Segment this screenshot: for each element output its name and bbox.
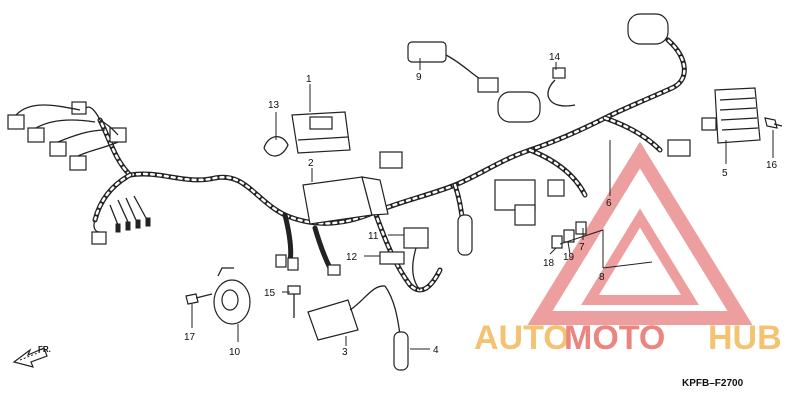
left-connector-bundle	[7, 101, 151, 245]
callout-10: 10	[229, 347, 241, 358]
direction-label: FR.	[38, 345, 51, 354]
callout-3: 3	[342, 347, 348, 358]
watermark-part-a: AUTO	[474, 319, 570, 357]
callout-6: 6	[606, 198, 612, 209]
condenser-mid	[497, 91, 541, 123]
mid-connectors	[275, 151, 565, 276]
horn	[213, 267, 251, 325]
control-unit	[302, 176, 389, 225]
condenser-top	[627, 13, 669, 45]
watermark-triangle	[527, 141, 753, 325]
clamp-14	[547, 67, 576, 107]
leader-lines	[191, 58, 774, 350]
callout-16: 16	[766, 160, 778, 171]
callout-17: 17	[184, 332, 196, 343]
callout-2: 2	[308, 158, 314, 169]
bolt-16	[764, 117, 783, 129]
regulator-rectifier	[667, 87, 761, 157]
callout-13: 13	[268, 100, 280, 111]
connector-9	[407, 41, 499, 93]
plug-cap	[384, 285, 409, 371]
relay-12	[379, 251, 405, 265]
callout-5: 5	[722, 168, 728, 179]
callout-1: 1	[306, 74, 312, 85]
small-connectors	[551, 221, 587, 249]
watermark-part-b: MOTO	[564, 319, 665, 357]
callout-19: 19	[563, 252, 575, 263]
callout-15: 15	[264, 288, 276, 299]
ignition-coil	[307, 285, 386, 341]
watermark-part-c: HUB	[708, 319, 782, 357]
callout-9: 9	[416, 72, 422, 83]
callout-14: 14	[549, 52, 561, 63]
callout-4: 4	[433, 345, 439, 356]
relay-11	[403, 227, 429, 291]
callout-11: 11	[368, 231, 379, 242]
front-direction-arrow: FR.	[12, 345, 51, 368]
callout-7: 7	[579, 242, 585, 253]
clamp-13	[263, 136, 289, 157]
callout-12: 12	[346, 252, 358, 263]
bolt-15	[287, 285, 301, 318]
callout-numbers: 1 2 3 4 5 6 7 8 9 10 11 12 13 14 15 16 1…	[184, 52, 778, 358]
watermark-logo: AUTO MOTO HUB	[474, 319, 782, 357]
bolt-17	[185, 293, 213, 305]
callout-8: 8	[599, 272, 605, 283]
callout-18: 18	[543, 258, 555, 269]
diagram-code: KPFB–F2700	[682, 378, 744, 389]
fuse-box	[291, 111, 351, 154]
